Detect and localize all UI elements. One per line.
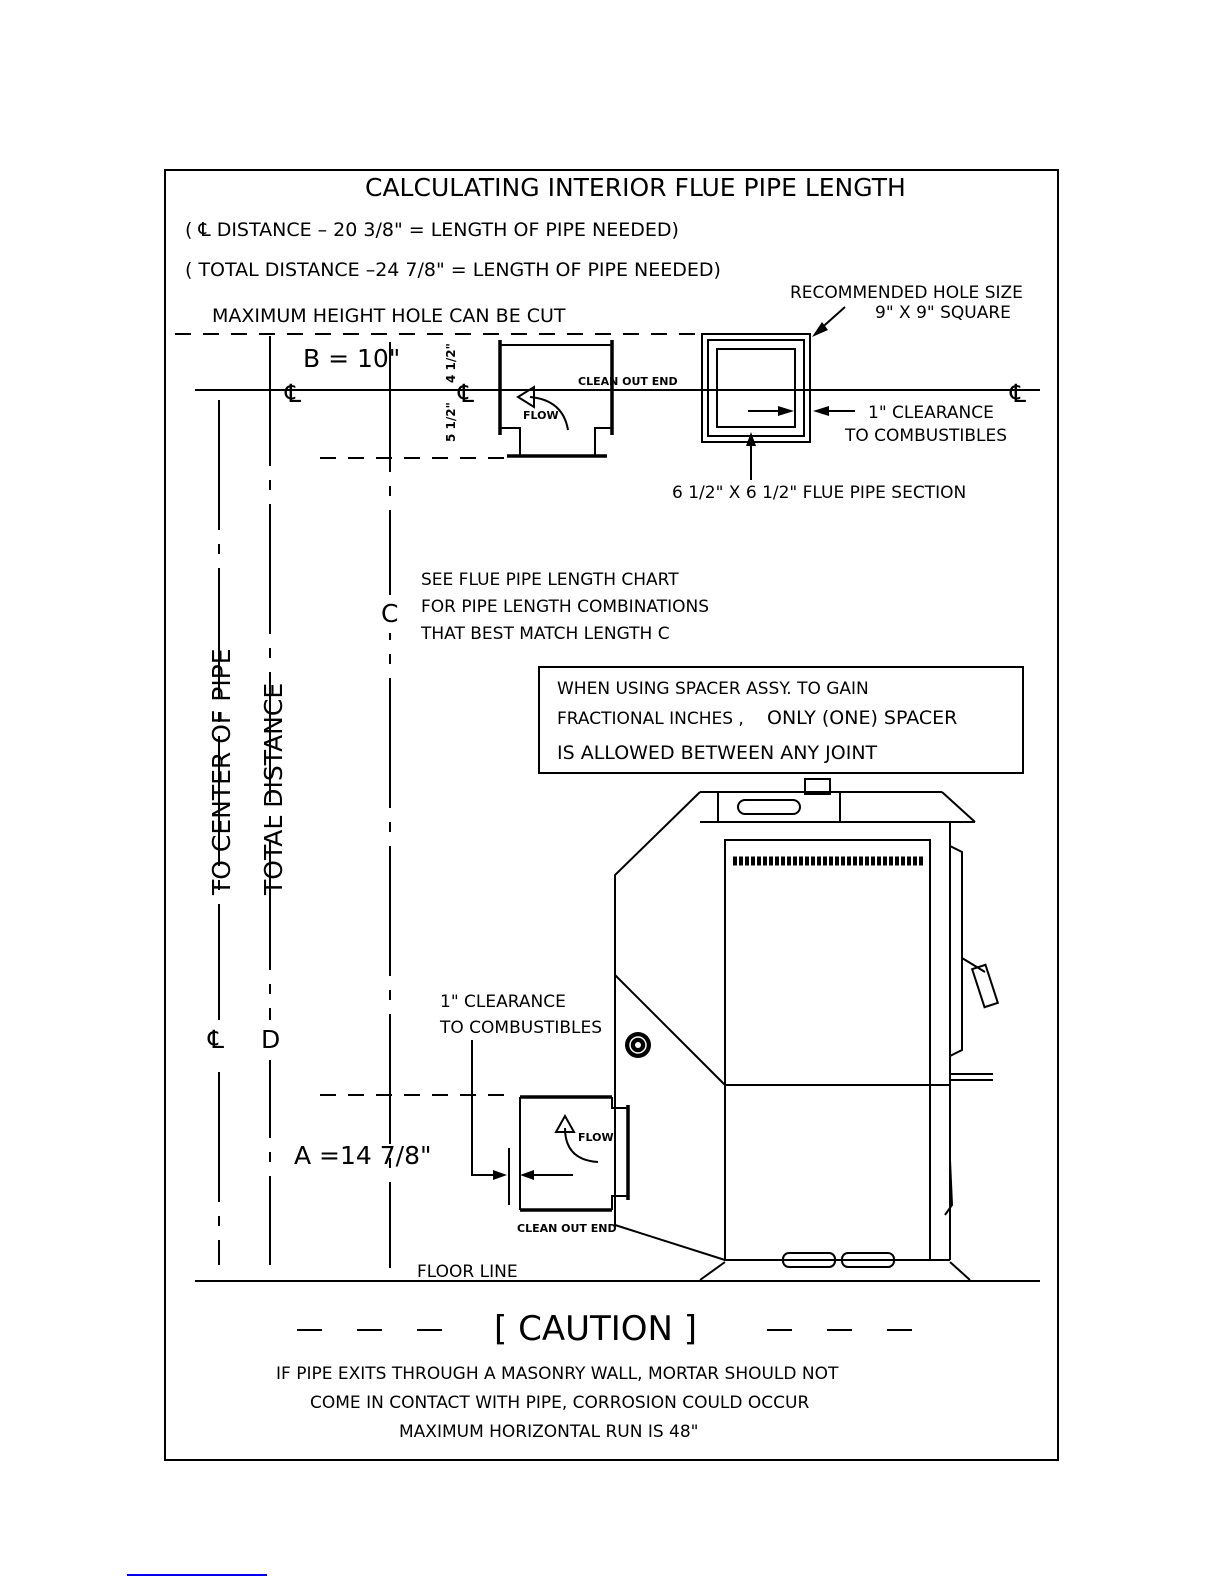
diagram-frame xyxy=(164,169,1059,1461)
cl-symbol-mid: ℄ xyxy=(457,379,474,408)
top-pipe-tee xyxy=(498,340,614,458)
cl-symbol-left: ℄ xyxy=(284,379,301,408)
flue-section-label: 6 1/2" X 6 1/2" FLUE PIPE SECTION xyxy=(672,483,966,503)
clearance-bottom-leader xyxy=(471,1040,504,1176)
dim-a-label: A =14 7/8" xyxy=(294,1141,432,1170)
caution-line-2: COME IN CONTACT WITH PIPE, CORROSION COU… xyxy=(310,1393,809,1413)
flue-section-box xyxy=(701,333,811,443)
stove-illustration xyxy=(614,778,1000,1281)
max-height-label: MAXIMUM HEIGHT HOLE CAN BE CUT xyxy=(212,305,566,327)
spacer-note-1: WHEN USING SPACER ASSY. TO GAIN xyxy=(557,679,869,699)
d-label-bg xyxy=(258,1020,283,1060)
caution-line-1: IF PIPE EXITS THROUGH A MASONRY WALL, MO… xyxy=(276,1364,839,1384)
caution-title: [ CAUTION ] xyxy=(494,1309,697,1349)
spacer-note-2b: ONLY (ONE) SPACER xyxy=(767,707,957,729)
see-chart-3: THAT BEST MATCH LENGTH C xyxy=(420,624,670,644)
hole-size-arrowhead xyxy=(812,322,828,337)
flow-label-bottom: FLOW xyxy=(578,1131,614,1144)
total-distance-label: TOTAL DISTANCE xyxy=(259,683,288,896)
hole-size-label-2: 9" X 9" SQUARE xyxy=(875,303,1011,323)
bottom-pipe-tee xyxy=(519,1095,630,1212)
formula-total: ( TOTAL DISTANCE –24 7/8" = LENGTH OF PI… xyxy=(185,259,721,281)
clearance-inner-arrowhead xyxy=(778,406,794,416)
see-chart-2: FOR PIPE LENGTH COMBINATIONS xyxy=(421,597,709,617)
clean-out-bottom-label: CLEAN OUT END xyxy=(517,1222,617,1235)
flow-label-top: FLOW xyxy=(523,409,559,422)
dim-4-half: 4 1/2" xyxy=(444,343,458,383)
spacer-note-2a: FRACTIONAL INCHES , xyxy=(557,709,744,729)
cl-label: ℄ xyxy=(207,1025,224,1054)
dim-5-half: 5 1/2" xyxy=(444,402,458,442)
footer-underline xyxy=(127,1574,267,1576)
spacer-note-3: IS ALLOWED BETWEEN ANY JOINT xyxy=(557,742,878,764)
spacer-note-box xyxy=(538,666,1024,774)
see-chart-1: SEE FLUE PIPE LENGTH CHART xyxy=(421,570,679,590)
clearance-bottom-arrowhead-left xyxy=(493,1170,507,1180)
dim-d-label: D xyxy=(261,1025,280,1054)
flue-section-arrowhead xyxy=(746,432,756,446)
clearance-top-label-1: 1" CLEARANCE xyxy=(868,403,994,423)
to-center-label: TO CENTER OF PIPE xyxy=(207,648,236,896)
formula-cl: ( ℄ DISTANCE – 20 3/8" = LENGTH OF PIPE … xyxy=(185,219,679,241)
c-label-bg xyxy=(378,595,403,633)
flow-arrowhead-bottom xyxy=(554,1113,576,1133)
caution-line-3: MAXIMUM HORIZONTAL RUN IS 48" xyxy=(399,1422,698,1442)
cl-label-bg xyxy=(205,1020,235,1060)
clearance-bottom-label-2: TO COMBUSTIBLES xyxy=(439,1018,602,1038)
flow-arrowhead-top xyxy=(516,385,535,409)
floor-line-label: FLOOR LINE xyxy=(417,1262,518,1282)
diagram-title: CALCULATING INTERIOR FLUE PIPE LENGTH xyxy=(365,173,906,202)
dim-b-label: B = 10" xyxy=(303,344,400,373)
clearance-top-label-2: TO COMBUSTIBLES xyxy=(844,426,1007,446)
flow-arrow-bottom xyxy=(564,1127,599,1163)
clearance-outer-arrowhead xyxy=(813,406,829,416)
flow-arrow-top xyxy=(529,396,569,431)
hole-size-label-1: RECOMMENDED HOLE SIZE xyxy=(790,283,1023,303)
clean-out-top-label: CLEAN OUT END xyxy=(578,375,678,388)
clearance-bottom-arrowhead-right xyxy=(520,1170,534,1180)
clearance-bottom-label-1: 1" CLEARANCE xyxy=(440,992,566,1012)
cl-symbol-right: ℄ xyxy=(1009,379,1026,408)
dim-c-label: C xyxy=(381,599,398,628)
